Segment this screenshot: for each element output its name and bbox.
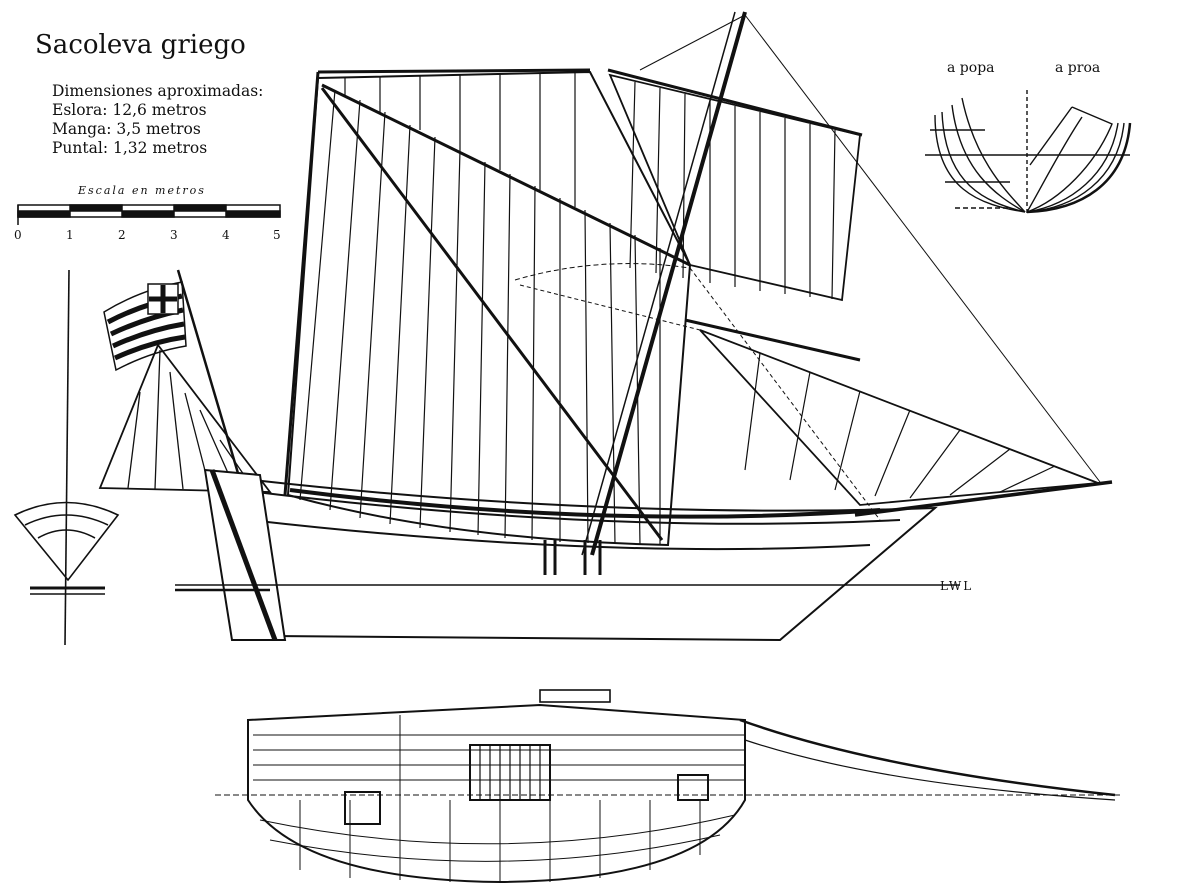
scale-tick: 2 <box>118 228 126 242</box>
dimension-puntal: Puntal: 1,32 metros <box>52 139 208 157</box>
scale-tick: 0 <box>14 228 22 242</box>
scale-tick: 5 <box>273 228 281 242</box>
body-plan-sections <box>925 90 1132 215</box>
deck-plan <box>215 689 1120 884</box>
drawing-title: Sacoleva griego <box>35 30 246 60</box>
top-sail <box>607 68 863 302</box>
jib-sail <box>684 318 1099 506</box>
scale-tick: 3 <box>170 228 178 242</box>
rigging <box>283 11 1113 556</box>
scale-tick: 4 <box>222 228 230 242</box>
dimension-eslora: Eslora: 12,6 metros <box>52 101 207 119</box>
main-sail <box>286 68 692 547</box>
mizzen-sail <box>98 343 272 493</box>
greek-flag <box>103 269 242 481</box>
dimension-manga: Manga: 3,5 metros <box>52 120 201 138</box>
end-view <box>13 269 120 646</box>
dimensions-heading: Dimensiones aproximadas: <box>52 82 264 100</box>
scale-bar <box>17 204 281 225</box>
hull-profile <box>175 468 960 642</box>
scale-label: Escala en metros <box>78 184 206 197</box>
waterline-label: LWL <box>940 579 974 593</box>
stern-sections-label: a popa <box>947 60 995 76</box>
bow-sections-label: a proa <box>1055 60 1101 76</box>
scale-tick: 1 <box>66 228 74 242</box>
dimensions-block: Dimensiones aproximadas: Eslora: 12,6 me… <box>52 82 263 158</box>
